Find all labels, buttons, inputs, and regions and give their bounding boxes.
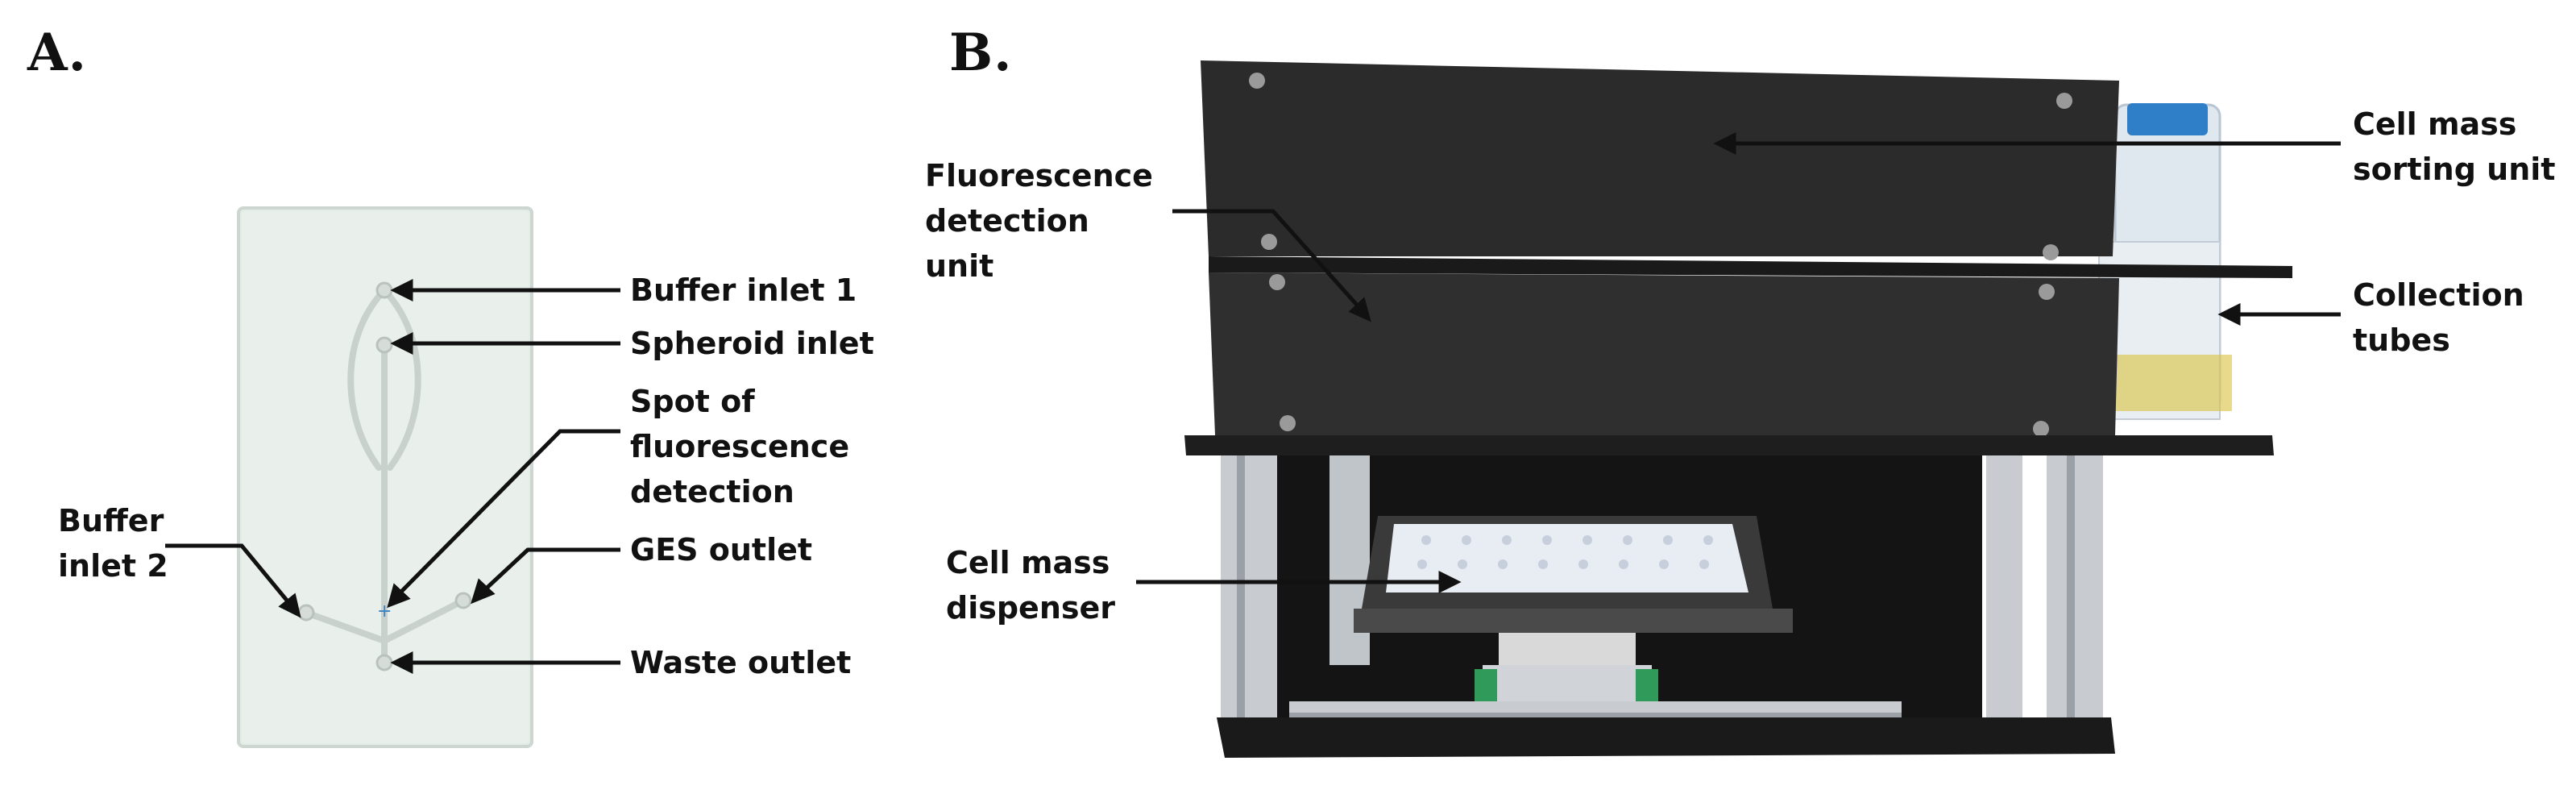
waste-outlet-port	[375, 654, 393, 672]
label-cell-mass-sorting-unit: Cell mass sorting unit	[2353, 106, 2556, 187]
label-spot-fluorescence: Spot of fluorescence detection	[630, 384, 850, 509]
label-cell-mass-dispenser: Cell mass dispenser	[946, 545, 1116, 626]
label-buffer-inlet-2: Buffer inlet 2	[58, 503, 168, 584]
label-buffer-inlet-1: Buffer inlet 1	[630, 272, 857, 308]
ges-outlet-port	[454, 592, 472, 609]
right-rail	[1986, 455, 2022, 721]
panel-a-letter: A.	[27, 23, 87, 83]
panel-b-arrows	[1136, 131, 2341, 594]
left-rail	[1221, 455, 1277, 721]
label-ges-outlet: GES outlet	[630, 532, 813, 568]
panel-a-arrows	[165, 278, 620, 675]
label-collection-tubes: Collection tubes	[2353, 277, 2524, 358]
label-fluorescence-unit: Fluorescence detection unit	[925, 158, 1153, 284]
panel-b-letter: B.	[949, 23, 1013, 83]
label-waste-outlet: Waste outlet	[630, 645, 852, 680]
buffer-inlet-2-port	[297, 604, 315, 622]
buffer-inlet-1-port	[375, 281, 393, 299]
label-spheroid-inlet: Spheroid inlet	[630, 326, 874, 361]
spheroid-inlet-port	[375, 336, 393, 354]
sorting-device-photo	[1184, 60, 2292, 758]
